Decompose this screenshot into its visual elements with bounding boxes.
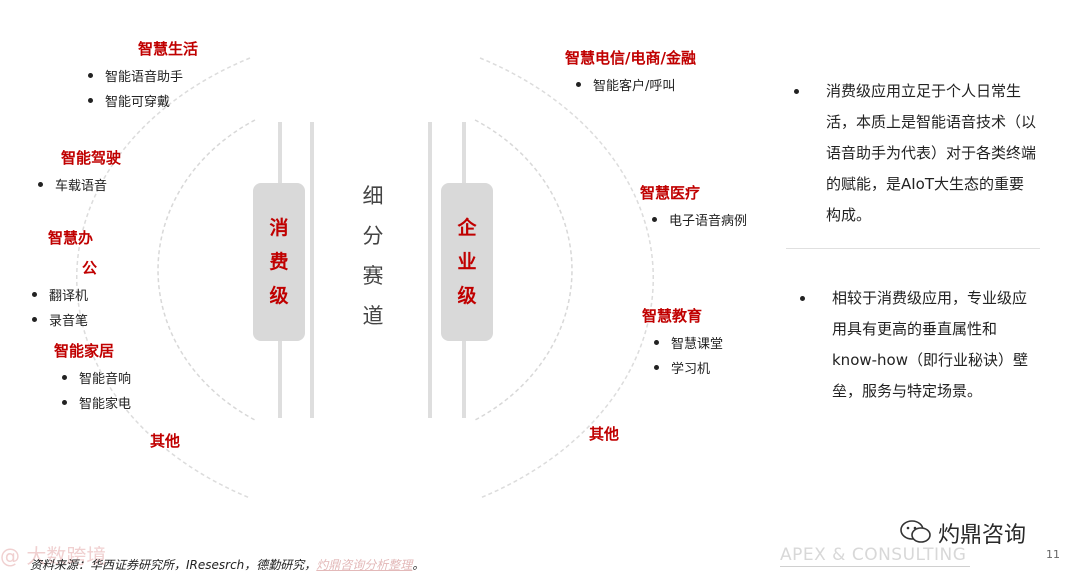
list-item: 翻译机 [32,285,88,304]
source-text: 资料来源：华西证券研究所，IResesrch，德勤研究， [30,558,317,572]
category-smart-telecom: 智慧电信/电商/金融 [565,49,696,67]
description-enterprise: 相较于消费级应用，专业级应用具有更高的垂直属性和know-how（即行业秘诀）壁… [800,283,1032,407]
bullet-icon [32,292,37,297]
source-highlight: 灼鼎咨询分析整理 [316,558,413,572]
item-text: 学习机 [671,362,711,377]
right-inner-arc [474,119,573,421]
item-text: 翻译机 [49,289,89,304]
watermark-left: @ 大数跨境 [0,544,107,568]
bullet-icon [654,340,659,345]
divider-horizontal [786,248,1040,249]
wechat-icon [900,520,931,543]
pill-char: 企 [457,217,477,239]
consumer-level-pill: 消 费 级 [253,183,305,341]
brand-underline [780,566,970,567]
pill-char: 级 [457,285,477,307]
segment-track-label: 细 分 赛 道 [360,176,386,336]
source-footnote: 资料来源：华西证券研究所，IResesrch，德勤研究，灼鼎咨询分析整理。 [30,556,424,573]
list-item: 电子语音病例 [652,210,747,229]
item-text: 电子语音病例 [669,214,748,229]
item-text: 智能客户/呼叫 [593,79,676,94]
list-item: 录音笔 [32,310,88,329]
item-text: 智能可穿戴 [105,95,171,110]
category-smart-office-line1: 智慧办 [48,229,94,247]
list-item: 车载语音 [38,175,107,194]
description-text: 相较于消费级应用，专业级应用具有更高的垂直属性和know-how（即行业秘诀）壁… [832,289,1029,400]
list-item: 智能音响 [62,368,131,387]
divider-line-3 [428,122,432,418]
list-item: 智能可穿戴 [88,91,170,110]
center-char: 道 [362,304,384,328]
left-outer-arc [76,57,251,499]
divider-line-2 [310,122,314,418]
pill-char: 消 [269,217,289,239]
left-inner-arc [157,119,256,421]
bullet-icon [794,89,799,94]
bullet-icon [654,365,659,370]
category-smart-home: 智能家居 [54,342,115,360]
list-item: 学习机 [654,358,710,377]
category-smart-driving: 智能驾驶 [61,149,122,167]
page-number: 11 [1046,548,1060,561]
description-text: 消费级应用立足于个人日常生活，本质上是智能语音技术（以语音助手为代表）对于各类终… [826,82,1037,224]
category-other-enterprise: 其他 [589,425,620,443]
bullet-icon [576,82,581,87]
bullet-icon [88,73,93,78]
category-smart-medical: 智慧医疗 [640,184,701,202]
list-item: 智能语音助手 [88,66,183,85]
pill-char: 费 [269,251,289,273]
center-char: 分 [362,224,384,248]
bullet-icon [652,217,657,222]
source-suffix: 。 [412,558,425,572]
category-smart-office-line2: 公 [82,259,98,277]
item-text: 录音笔 [49,314,89,329]
pill-char: 级 [269,285,289,307]
description-consumer: 消费级应用立足于个人日常生活，本质上是智能语音技术（以语音助手为代表）对于各类终… [794,76,1038,231]
bullet-icon [62,375,67,380]
center-char: 细 [362,184,384,208]
brand-name: APEX & CONSULTING [780,545,967,565]
item-text: 智慧课堂 [671,337,724,352]
list-item: 智能家电 [62,393,131,412]
bullet-icon [88,98,93,103]
item-text: 智能家电 [79,397,132,412]
watermark-text: 灼鼎咨询 [938,523,1027,548]
item-text: 智能音响 [79,372,132,387]
bullet-icon [38,182,43,187]
bullet-icon [62,400,67,405]
item-text: 车载语音 [55,179,108,194]
bullet-icon [32,317,37,322]
item-text: 智能语音助手 [105,70,184,85]
list-item: 智慧课堂 [654,333,723,352]
list-item: 智能客户/呼叫 [576,75,675,94]
right-outer-arc [479,57,654,499]
category-other-consumer: 其他 [150,432,181,450]
category-smart-education: 智慧教育 [642,307,703,325]
pill-char: 业 [457,251,477,273]
bullet-icon [800,296,805,301]
enterprise-level-pill: 企 业 级 [441,183,493,341]
category-smart-life: 智慧生活 [138,40,199,58]
center-char: 赛 [362,264,384,288]
